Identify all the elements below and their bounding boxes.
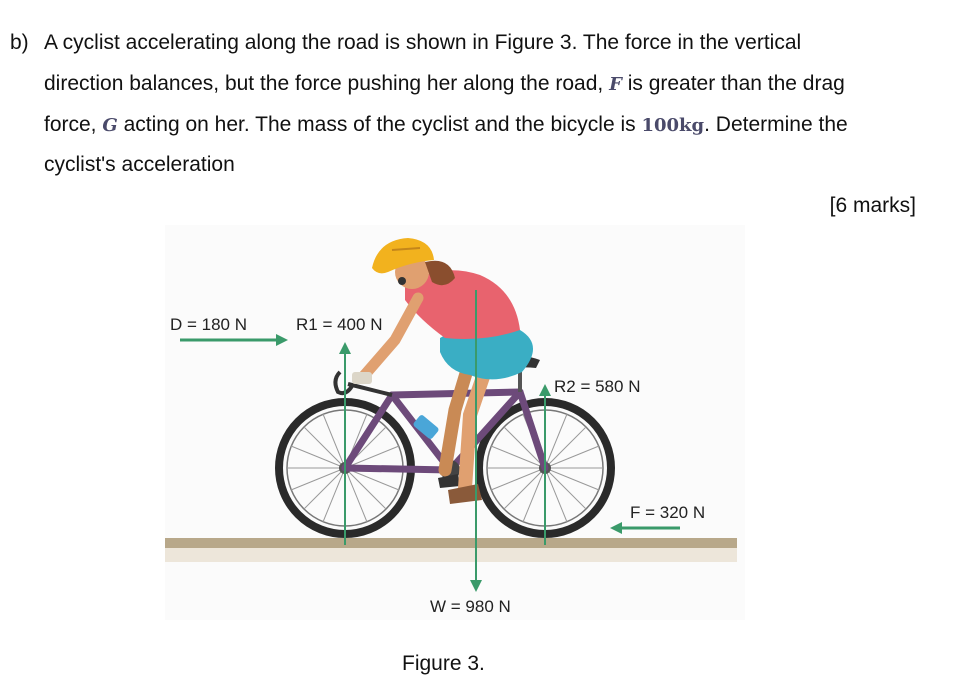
- stem: [347, 382, 393, 397]
- road-surface: [165, 538, 737, 548]
- marks-label: [6 marks]: [829, 194, 916, 217]
- question-letter: b): [10, 31, 29, 54]
- question-line-4: cyclist's acceleration: [44, 153, 235, 176]
- question-line-2-text-b: is greater than the drag: [627, 72, 845, 95]
- handlebar: [333, 370, 354, 396]
- cyclist-rider: [352, 238, 534, 504]
- weight-label: W = 980 N: [430, 597, 511, 616]
- r2-arrow: [539, 384, 551, 545]
- question-line-3-text-a: force,: [44, 113, 97, 136]
- water-bottle: [413, 415, 439, 439]
- drag-arrow: [180, 334, 288, 346]
- force-g-symbol: G: [102, 115, 118, 136]
- question-line-2-text-a: direction balances, but the force pushin…: [44, 72, 604, 95]
- drag-label: D = 180 N: [170, 315, 247, 334]
- weight-arrow: [470, 290, 482, 592]
- figure-caption: Figure 3.: [402, 652, 485, 675]
- r2-label: R2 = 580 N: [554, 377, 640, 396]
- force-f-label: F = 320 N: [630, 503, 705, 522]
- question-line-2: direction balances, but the force pushin…: [44, 72, 845, 97]
- mass-value: 100kg: [641, 115, 705, 136]
- question-line-3-text-b: acting on her. The mass of the cyclist a…: [123, 113, 636, 136]
- r1-arrow: [339, 342, 351, 545]
- force-f-arrow: [610, 522, 680, 534]
- road-shadow: [165, 548, 737, 562]
- question-line-3: force, G acting on her. The mass of the …: [44, 113, 848, 138]
- r1-label: R1 = 400 N: [296, 315, 382, 334]
- question-line-3-text-c: . Determine the: [704, 113, 848, 136]
- question-line-1: A cyclist accelerating along the road is…: [44, 31, 802, 54]
- force-f-symbol: F: [609, 74, 622, 95]
